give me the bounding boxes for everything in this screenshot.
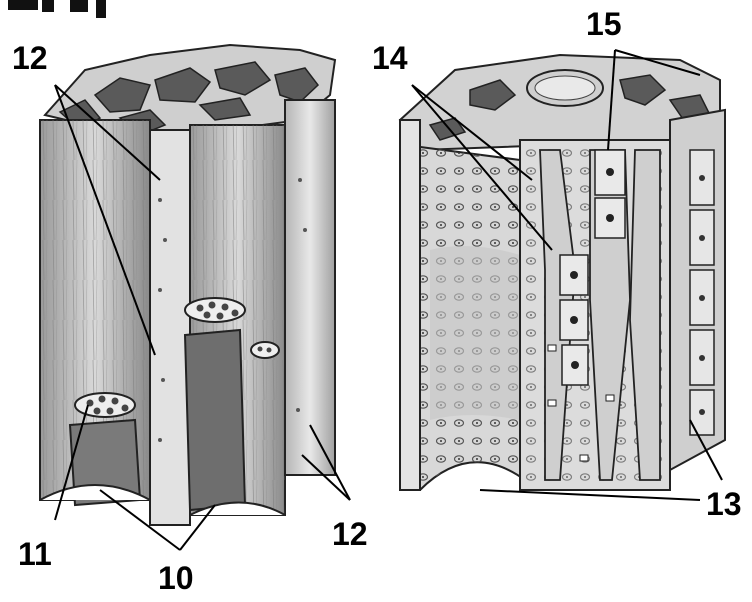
label-15: 15	[586, 8, 622, 40]
label-11: 11	[18, 538, 52, 570]
perforation-plate	[251, 342, 279, 358]
ray-parenchyma-cells	[690, 150, 714, 435]
label-10: 10	[158, 562, 194, 594]
cropped-heading	[8, 0, 106, 18]
label-14: 14	[372, 42, 408, 74]
left-xylem-block	[40, 45, 335, 525]
label-13: 13	[706, 488, 742, 520]
right-xylem-block	[400, 55, 725, 490]
perforation-plate	[185, 298, 245, 322]
perforation-plate	[75, 393, 135, 417]
label-12-top-left: 12	[12, 42, 48, 74]
label-12-bottom-right: 12	[332, 518, 368, 550]
